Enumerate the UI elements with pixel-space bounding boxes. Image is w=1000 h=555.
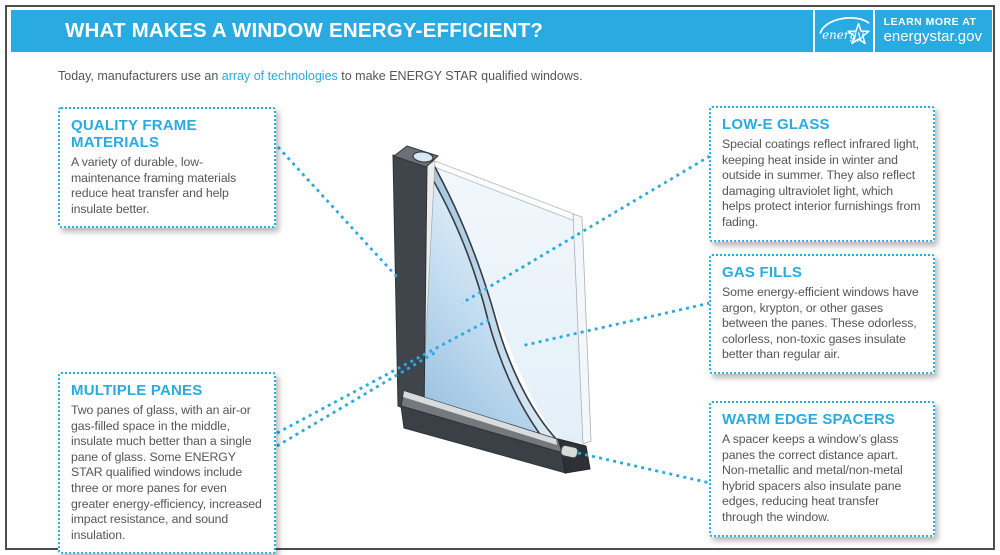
- callout-title: WARM EDGE SPACERS: [722, 411, 896, 428]
- callout-gas-fills: GAS FILLS Some energy-efficient windows …: [709, 254, 935, 375]
- energy-star-logo-icon: energy: [815, 10, 873, 52]
- callout-body: Two panes of glass, with an air-or gas-f…: [71, 403, 262, 542]
- page-title: WHAT MAKES A WINDOW ENERGY-EFFICIENT?: [65, 19, 544, 42]
- callout-connector-line-frame: [276, 146, 399, 278]
- intro-text: Today, manufacturers use an array of tec…: [58, 69, 583, 83]
- callout-low-e-glass: LOW-E GLASS Special coatings reflect inf…: [709, 106, 935, 242]
- callout-title: QUALITY FRAME MATERIALS: [71, 117, 197, 151]
- header-divider: [812, 10, 815, 52]
- callout-connector-line-spacer: [577, 451, 711, 485]
- intro-prefix: Today, manufacturers use an: [58, 69, 222, 83]
- learn-more-label: LEARN MORE AT: [883, 15, 977, 28]
- header-bar: WHAT MAKES A WINDOW ENERGY-EFFICIENT? en…: [11, 10, 992, 52]
- callout-multiple-panes: MULTIPLE PANES Two panes of glass, with …: [58, 372, 276, 555]
- warm-edge-spacer: [559, 444, 579, 459]
- callout-title: LOW-E GLASS: [722, 116, 830, 133]
- callout-body: A spacer keeps a window’s glass panes th…: [722, 432, 903, 525]
- callout-body: A variety of durable, low-maintenance fr…: [71, 155, 237, 216]
- header-divider: [872, 10, 875, 52]
- energystar-gov-url: energystar.gov: [883, 27, 982, 45]
- callout-warm-edge-spacers: WARM EDGE SPACERS A spacer keeps a windo…: [709, 401, 935, 537]
- gas-space-area: [430, 161, 584, 443]
- outer-pane-right-edge: [572, 213, 592, 445]
- coating-curl: [412, 151, 434, 163]
- callout-title: GAS FILLS: [722, 264, 803, 281]
- callout-connector-line-lowe: [461, 154, 711, 305]
- intro-suffix: to make ENERGY STAR qualified windows.: [337, 69, 583, 83]
- frame-sill-lining: [403, 391, 557, 445]
- frame-jamb: [392, 154, 428, 417]
- callout-body: Special coatings reflect infrared light,…: [722, 137, 921, 230]
- svg-text:energy: energy: [822, 28, 864, 42]
- callout-connector-line-panes-b: [276, 350, 437, 448]
- callout-title: MULTIPLE PANES: [71, 382, 203, 399]
- callout-quality-frame-materials: QUALITY FRAME MATERIALS A variety of dur…: [58, 107, 276, 229]
- learn-more-link[interactable]: LEARN MORE AT energystar.gov: [875, 15, 992, 45]
- array-of-technologies-link[interactable]: array of technologies: [221, 69, 338, 83]
- low-e-coated-pane: [405, 164, 542, 436]
- callout-body: Some energy-efficient windows have argon…: [722, 285, 919, 362]
